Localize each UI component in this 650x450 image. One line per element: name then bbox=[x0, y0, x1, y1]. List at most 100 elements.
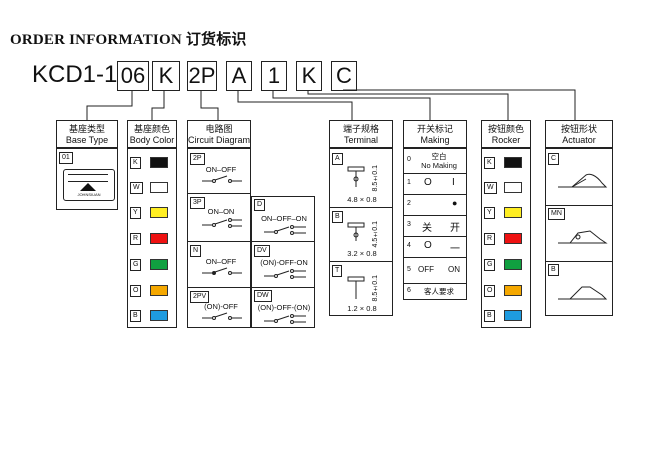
switch-symbol-3p bbox=[202, 218, 242, 228]
body-color-swatch-yellow bbox=[150, 207, 168, 218]
rocker-color-swatch-green bbox=[504, 259, 522, 270]
terminal-header-en: Terminal bbox=[343, 135, 378, 145]
rocker-color-code-o: O bbox=[484, 285, 496, 297]
code-part-rocker-color: K bbox=[296, 61, 322, 91]
connector-body-color bbox=[151, 90, 165, 120]
body-color-code-y: Y bbox=[130, 207, 141, 219]
circuit-column-right: D ON–OFF–ON DV (ON)-OFF-ON DW (ON)-OFF-(… bbox=[251, 196, 315, 328]
terminal-code-b: B bbox=[332, 211, 343, 223]
making-code-2: 2 bbox=[407, 200, 411, 207]
making-row-2: 2 ● bbox=[404, 194, 466, 216]
rocker-color-column: K W Y R G O B bbox=[481, 148, 531, 328]
rocker-color-code-y: Y bbox=[484, 207, 495, 219]
body-color-swatch-blue bbox=[150, 310, 168, 321]
actuator-column: C MN B bbox=[545, 148, 613, 316]
body-color-header: 基座颜色 Body Color bbox=[127, 120, 177, 148]
body-color-swatch-green bbox=[150, 259, 168, 270]
making-left-4: O bbox=[424, 240, 432, 251]
terminal-t-dim: 8.5±0.1 bbox=[372, 275, 379, 302]
actuator-mn-shape bbox=[558, 230, 608, 244]
terminal-t-size: 1.2 × 0.8 bbox=[347, 304, 377, 313]
making-code-1: 1 bbox=[407, 179, 411, 186]
base-type-code: 01 bbox=[59, 152, 73, 164]
base-type-header-cn: 基座类型 bbox=[68, 124, 105, 134]
actuator-header: 按钮形状 Actuator bbox=[545, 120, 613, 148]
making-header-en: Making bbox=[420, 135, 450, 145]
body-color-code-o: O bbox=[130, 285, 142, 297]
rocker-color-code-r: R bbox=[484, 233, 496, 245]
making-code-6: 6 bbox=[407, 287, 411, 294]
rocker-color-swatch-white bbox=[504, 182, 522, 193]
body-color-column: K W Y R G O B bbox=[127, 148, 177, 328]
actuator-c-shape bbox=[558, 173, 608, 188]
rocker-color-swatch-black bbox=[504, 157, 522, 168]
terminal-a-size: 4.8 × 0.8 bbox=[347, 195, 377, 204]
making-column: 0 空白 No Making 1 O I 2 ● 3 关 开 4 O 一 5 O… bbox=[403, 148, 467, 300]
code-prefix: KCD1-1 bbox=[32, 61, 118, 88]
switch-symbol-d bbox=[264, 225, 306, 235]
switch-symbol-2pv bbox=[202, 312, 242, 320]
making-left-5: OFF bbox=[418, 265, 434, 274]
base-type-column: 01 JOHNSIUAN bbox=[56, 148, 118, 210]
code-part-base: 06 bbox=[117, 61, 149, 91]
rocker-color-code-k: K bbox=[484, 157, 495, 169]
logo-icon bbox=[79, 182, 97, 192]
terminal-header-cn: 端子规格 bbox=[342, 124, 379, 134]
connector-rocker bbox=[307, 90, 509, 120]
circuit-code-dw: DW bbox=[254, 290, 272, 302]
rocker-color-swatch-blue bbox=[504, 310, 522, 321]
making-row-6: 6 客人要求 bbox=[404, 283, 466, 299]
circuit-label-2p: ON–OFF bbox=[205, 165, 237, 174]
making-right-5: ON bbox=[448, 265, 460, 274]
circuit-code-n: N bbox=[190, 245, 202, 257]
making-left-1: O bbox=[424, 177, 432, 188]
body-color-swatch-black bbox=[150, 157, 168, 168]
making-right-3: 开 bbox=[450, 223, 460, 234]
logo-text: JOHNSIUAN bbox=[77, 192, 101, 197]
making-right-1: I bbox=[452, 177, 455, 188]
actuator-b-shape bbox=[558, 286, 608, 300]
circuit-header-en: Circuit Diagram bbox=[188, 135, 251, 145]
connector-base bbox=[86, 90, 133, 120]
circuit-header: 电路图 Circuit Diagram bbox=[187, 120, 251, 148]
code-part-circuit: 2P bbox=[187, 61, 217, 91]
circuit-label-3p: ON–ON bbox=[207, 207, 235, 216]
making-header-cn: 开关标记 bbox=[416, 124, 453, 134]
actuator-code-mn: MN bbox=[548, 208, 565, 220]
rocker-color-code-g: G bbox=[484, 259, 496, 271]
base-type-header-en: Base Type bbox=[65, 135, 109, 145]
body-color-code-b: B bbox=[130, 310, 141, 322]
terminal-header: 端子规格 Terminal bbox=[329, 120, 393, 148]
page-title: ORDER INFORMATION 订货标识 bbox=[10, 32, 247, 48]
circuit-column-left: 2P ON–OFF 3P ON–ON N ON–OFF 2PV (ON)-OFF bbox=[187, 148, 251, 328]
circuit-code-3p: 3P bbox=[190, 197, 205, 209]
making-code-3: 3 bbox=[407, 221, 411, 228]
switch-symbol-2p bbox=[202, 175, 242, 183]
connector-terminal bbox=[237, 90, 353, 120]
making-row-5: 5 OFF ON bbox=[404, 257, 466, 284]
actuator-header-cn: 按钮形状 bbox=[560, 124, 597, 134]
connector-circuit bbox=[200, 90, 219, 120]
switch-symbol-dw bbox=[264, 314, 306, 324]
body-color-header-cn: 基座颜色 bbox=[133, 124, 170, 134]
circuit-code-d: D bbox=[254, 199, 266, 211]
terminal-code-a: A bbox=[332, 153, 343, 165]
terminal-a-icon bbox=[347, 166, 365, 187]
terminal-b-dim: 4.5±0.1 bbox=[372, 221, 379, 248]
terminal-a-dim: 8.5±0.1 bbox=[372, 165, 379, 192]
terminal-code-t: T bbox=[332, 265, 343, 277]
code-part-body-color: K bbox=[152, 61, 180, 91]
making-text-0: 空白 No Making bbox=[421, 152, 457, 170]
body-color-code-r: R bbox=[130, 233, 142, 245]
body-color-swatch-red bbox=[150, 233, 168, 244]
rocker-color-swatch-orange bbox=[504, 285, 522, 296]
rocker-color-code-b: B bbox=[484, 310, 495, 322]
making-row-0: 0 空白 No Making bbox=[404, 149, 466, 174]
making-right-2: ● bbox=[452, 198, 458, 208]
making-code-5: 5 bbox=[407, 266, 411, 273]
body-color-code-g: G bbox=[130, 259, 142, 271]
rocker-color-swatch-yellow bbox=[504, 207, 522, 218]
making-right-4: 一 bbox=[450, 244, 460, 255]
body-color-code-k: K bbox=[130, 157, 141, 169]
